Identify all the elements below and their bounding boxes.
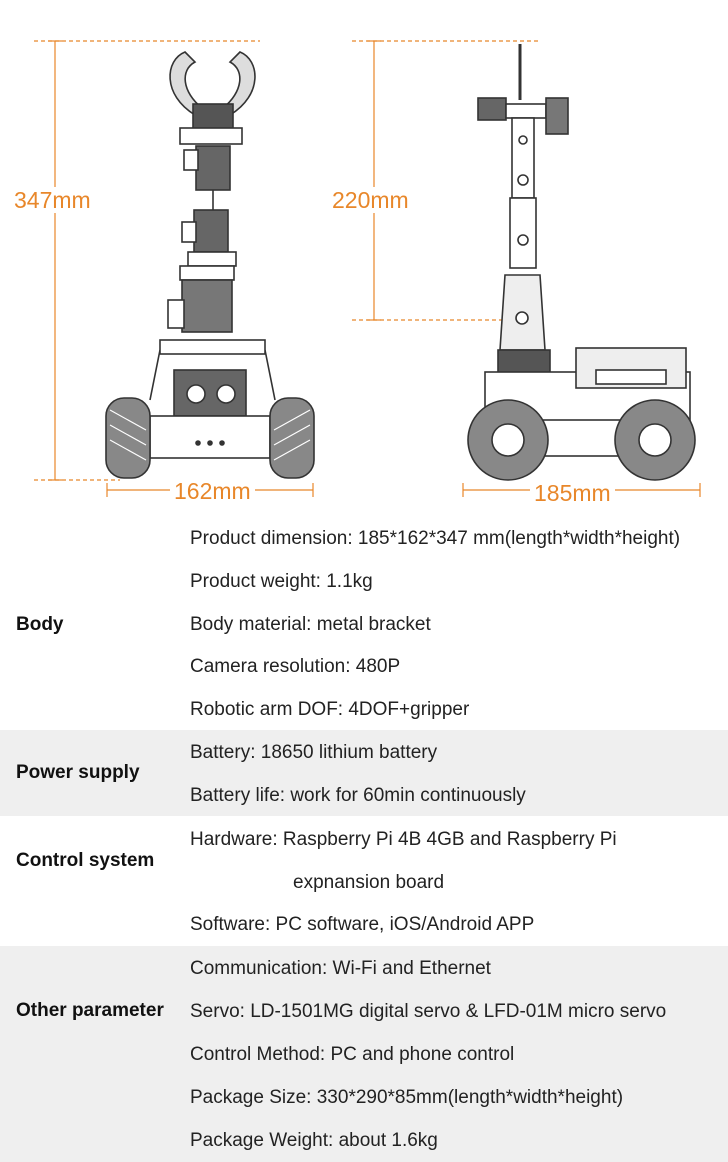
spec-row: Hardware: Raspberry Pi 4B 4GB and Raspbe…	[190, 829, 617, 850]
spec-row: Battery life: work for 60min continuousl…	[190, 785, 526, 806]
spec-row: Package Size: 330*290*85mm(length*width*…	[190, 1087, 624, 1108]
front-height-label: 347mm	[14, 187, 91, 213]
robot-side-view	[467, 44, 696, 481]
spec-row: Body material: metal bracket	[190, 614, 431, 635]
spec-group-body: Body Product dimension: 185*162*347 mm(l…	[0, 515, 728, 730]
spec-row: Servo: LD-1501MG digital servo & LFD-01M…	[190, 1001, 667, 1022]
spec-row: Camera resolution: 480P	[190, 656, 401, 677]
spec-row: Package Weight: about 1.6kg	[190, 1130, 438, 1151]
spec-group-power-supply: Power supply Battery: 18650 lithium batt…	[0, 730, 728, 816]
spec-category: Power supply	[16, 762, 140, 783]
spec-category: Control system	[16, 850, 155, 871]
robot-drawings	[34, 40, 701, 497]
robot-front-view	[105, 51, 315, 479]
spec-row: Robotic arm DOF: 4DOF+gripper	[190, 699, 470, 720]
side-length-label: 185mm	[530, 480, 615, 506]
spec-row: Control Method: PC and phone control	[190, 1044, 515, 1065]
spec-row: Battery: 18650 lithium battery	[190, 742, 438, 763]
spec-row: Communication: Wi-Fi and Ethernet	[190, 958, 491, 979]
robot-dimension-diagram: 347mm 220mm 162mm 185mm	[0, 0, 728, 515]
side-height-label: 220mm	[332, 187, 409, 213]
spec-row: Product weight: 1.1kg	[190, 571, 373, 592]
spec-row: Software: PC software, iOS/Android APP	[190, 914, 535, 935]
spec-category: Other parameter	[16, 1000, 164, 1021]
spec-group-control-system: Control system Hardware: Raspberry Pi 4B…	[0, 816, 728, 946]
spec-row: expnansion board	[293, 872, 445, 893]
spec-row: Product dimension: 185*162*347 mm(length…	[190, 528, 681, 549]
spec-category: Body	[16, 614, 64, 635]
front-width-label: 162mm	[170, 478, 255, 504]
spec-group-other-parameter: Other parameter Communication: Wi-Fi and…	[0, 946, 728, 1162]
